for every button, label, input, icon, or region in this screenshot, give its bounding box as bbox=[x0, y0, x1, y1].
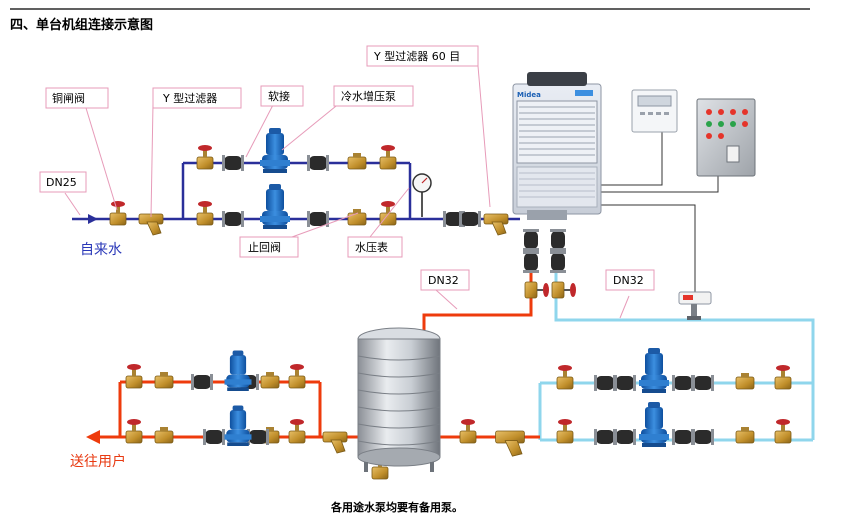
callout-soft-joint: 软接 bbox=[260, 85, 304, 107]
gate-valve-icon bbox=[196, 145, 214, 170]
check-valve-icon bbox=[260, 372, 280, 389]
caption: 各用途水泵均要有备用泵。 bbox=[330, 500, 463, 514]
components bbox=[109, 128, 792, 480]
flexible-joint-icon bbox=[203, 429, 225, 445]
flexible-joint-icon bbox=[191, 374, 213, 390]
gate-valve-icon bbox=[125, 364, 143, 389]
control-wiring bbox=[601, 130, 719, 292]
to-user-label: 送往用户 bbox=[70, 453, 126, 470]
y-strainer-icon bbox=[495, 430, 525, 457]
control-cabinet-icon bbox=[696, 98, 756, 177]
flexible-joint-icon bbox=[523, 229, 539, 251]
gate-valve-icon bbox=[774, 365, 792, 390]
page-title: 四、单台机组连接示意图 bbox=[10, 17, 153, 33]
callout-dn32-right-label: DN32 bbox=[613, 274, 644, 287]
check-valve-icon bbox=[154, 427, 174, 444]
gate-valve-icon bbox=[196, 201, 214, 226]
gate-valve-icon bbox=[288, 364, 306, 389]
flexible-joint-icon bbox=[614, 429, 636, 445]
flexible-joint-icon bbox=[550, 229, 566, 251]
gate-valve-icon bbox=[459, 419, 477, 444]
flexible-joint-icon bbox=[614, 375, 636, 391]
callout-dn32-left-label: DN32 bbox=[428, 274, 459, 287]
callout-dn25-label: DN25 bbox=[46, 176, 77, 189]
inlet-arrow bbox=[88, 214, 98, 224]
unit-brand-logo: Midea bbox=[517, 91, 541, 99]
gate-valve-icon bbox=[109, 201, 127, 226]
pressure-gauge-icon bbox=[412, 173, 432, 217]
flexible-joint-icon bbox=[222, 211, 244, 227]
gate-valve-icon bbox=[379, 201, 397, 226]
callout-dn32-left: DN32 bbox=[420, 269, 470, 291]
gate-valve-icon bbox=[556, 365, 574, 390]
centrifugal-pump-icon bbox=[260, 128, 290, 173]
flexible-joint-icon bbox=[459, 211, 481, 227]
outlet-arrow bbox=[86, 430, 100, 444]
gate-valve-icon bbox=[774, 419, 792, 444]
gate-valve-icon bbox=[379, 145, 397, 170]
callout-gate-valve-label: 铜闸阀 bbox=[52, 91, 85, 105]
y-strainer-icon bbox=[322, 431, 348, 454]
check-valve-icon bbox=[347, 153, 367, 170]
centrifugal-pump-icon bbox=[224, 405, 252, 446]
centrifugal-pump-icon bbox=[260, 184, 290, 229]
return-piping bbox=[538, 230, 815, 442]
tap-water-label: 自来水 bbox=[80, 242, 122, 258]
hot-piping bbox=[100, 230, 540, 439]
callout-y-filter-label: Y 型过滤器 bbox=[162, 91, 217, 105]
callout-check-valve: 止回阀 bbox=[239, 236, 299, 258]
callout-y-filter-60-label: Y 型过滤器 60 目 bbox=[373, 49, 460, 63]
flexible-joint-icon bbox=[307, 211, 329, 227]
y-strainer-icon bbox=[138, 213, 164, 236]
callout-dn32-right: DN32 bbox=[605, 269, 655, 291]
gate-valve-icon bbox=[556, 419, 574, 444]
callouts bbox=[64, 65, 630, 319]
callout-dn25: DN25 bbox=[39, 171, 87, 193]
stainless-water-tank-icon bbox=[357, 327, 441, 472]
flexible-joint-icon bbox=[672, 429, 694, 445]
callout-booster-pump: 冷水增压泵 bbox=[333, 85, 414, 107]
check-valve-icon bbox=[735, 427, 755, 444]
gate-valve-icon bbox=[524, 281, 549, 299]
callout-y-filter-60: Y 型过滤器 60 目 bbox=[366, 45, 479, 67]
flexible-joint-icon bbox=[672, 375, 694, 391]
flexible-joint-icon bbox=[692, 375, 714, 391]
check-valve-icon bbox=[735, 373, 755, 390]
callout-pressure-gauge-label: 水压表 bbox=[355, 240, 388, 254]
flexible-joint-icon bbox=[307, 155, 329, 171]
flexible-joint-icon bbox=[692, 429, 714, 445]
callout-gate-valve: 铜闸阀 bbox=[45, 87, 109, 109]
wired-controller-icon bbox=[631, 89, 678, 133]
callout-pressure-gauge: 水压表 bbox=[347, 236, 403, 258]
callout-check-valve-label: 止回阀 bbox=[248, 240, 281, 254]
flexible-joint-icon bbox=[594, 375, 616, 391]
check-valve-icon bbox=[154, 372, 174, 389]
heat-pump-unit-icon: Midea bbox=[512, 72, 602, 220]
callout-booster-pump-label: 冷水增压泵 bbox=[341, 89, 396, 103]
centrifugal-pump-icon bbox=[224, 350, 252, 391]
gate-valve-icon bbox=[551, 281, 576, 299]
flexible-joint-icon bbox=[523, 251, 539, 273]
callout-y-filter: Y 型过滤器 bbox=[152, 87, 242, 109]
flexible-joint-icon bbox=[594, 429, 616, 445]
centrifugal-pump-icon bbox=[639, 348, 669, 393]
centrifugal-pump-icon bbox=[639, 402, 669, 447]
flow-switch-icon bbox=[678, 291, 712, 320]
gate-valve-icon bbox=[288, 419, 306, 444]
y-strainer-icon bbox=[483, 213, 509, 236]
supply-piping bbox=[72, 161, 520, 221]
flexible-joint-icon bbox=[550, 251, 566, 273]
gate-valve-icon bbox=[125, 419, 143, 444]
callout-soft-joint-label: 软接 bbox=[268, 89, 290, 103]
flexible-joint-icon bbox=[222, 155, 244, 171]
check-valve-icon bbox=[347, 209, 367, 226]
